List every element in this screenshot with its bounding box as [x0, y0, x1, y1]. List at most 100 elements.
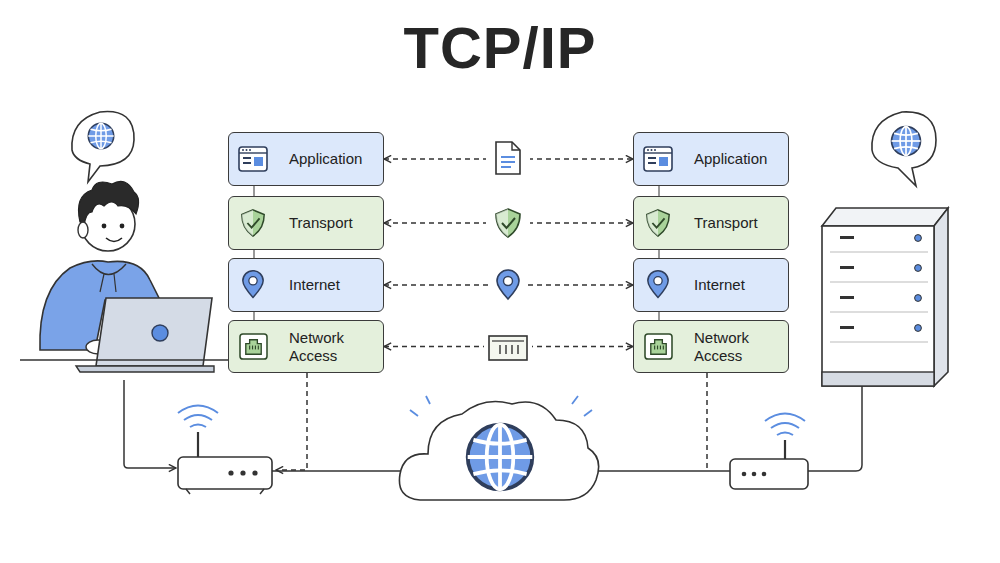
stack-spine — [658, 186, 659, 196]
router-illustration-part — [752, 472, 757, 477]
server-illustration-part — [830, 282, 928, 283]
server-illustration-part — [830, 252, 928, 253]
layer-box: Network Access — [228, 320, 384, 373]
layer-label: Transport — [289, 214, 353, 231]
laptop-illustration-part — [76, 366, 214, 372]
router-illustration-part — [765, 414, 805, 422]
stack-spine — [253, 312, 254, 320]
person-illustration-part — [78, 222, 88, 238]
stack-spine — [658, 312, 659, 320]
layer-label: Network Access — [289, 329, 377, 364]
payload-icons-part — [488, 265, 528, 307]
server-illustration-part — [840, 266, 854, 269]
server-illustration-part — [915, 265, 922, 272]
person-illustration-part — [106, 238, 122, 242]
server-illustration — [822, 112, 948, 386]
server-illustration-part — [840, 326, 854, 329]
internet-cloud — [399, 396, 598, 500]
payload-icons-part — [496, 142, 520, 174]
router-illustration-part — [784, 440, 786, 460]
router-illustration-part — [190, 425, 206, 428]
person-illustration-part — [100, 274, 104, 292]
router-illustration-part — [252, 470, 257, 475]
peer-connector — [384, 222, 633, 224]
server-illustration-part — [915, 325, 922, 332]
router-illustration-part — [771, 423, 799, 428]
server-illustration-part — [830, 312, 928, 313]
router-illustration-part — [730, 459, 808, 489]
layer-box: Network Access — [633, 320, 789, 373]
layer-box: Transport — [633, 196, 789, 250]
stack-router-wire — [276, 373, 307, 470]
server-illustration-part — [840, 236, 854, 239]
server-illustration-part — [822, 372, 934, 386]
layer-box: Transport — [228, 196, 384, 250]
laptop-illustration-part — [96, 298, 212, 366]
stack-spine — [253, 250, 254, 258]
router-illustration — [178, 406, 272, 495]
person-illustration-part — [114, 274, 116, 292]
layer-box: Internet — [228, 258, 384, 312]
layer-box: Application — [633, 132, 789, 186]
router-illustration-part — [184, 415, 212, 420]
payload-icons-part — [484, 333, 532, 363]
router-illustration-part — [178, 457, 272, 489]
layer-label: Internet — [694, 276, 745, 293]
person-illustration-part — [92, 264, 126, 275]
server-illustration-part — [840, 296, 854, 299]
laptop-illustration-part — [20, 359, 230, 360]
router-illustration-part — [240, 470, 245, 475]
layer-icons-part — [243, 271, 263, 298]
layer-icons-part — [240, 334, 267, 359]
layer-box: Internet — [633, 258, 789, 312]
layer-icons-part — [242, 210, 264, 236]
stack-wire — [706, 373, 708, 471]
router-server-wire — [808, 386, 862, 471]
router-cloud-wire — [272, 470, 412, 472]
internet-cloud-part — [399, 402, 598, 500]
server-illustration-part — [915, 235, 922, 242]
layer-icons-part — [648, 271, 668, 298]
layer-label: Application — [694, 150, 767, 167]
payload-icons-part — [496, 209, 520, 237]
payload-icons-part — [486, 202, 530, 244]
layer-icons-part — [644, 147, 672, 171]
server-illustration-part — [892, 127, 921, 156]
laptop-router-wire — [124, 380, 176, 468]
cloud-router-wire — [590, 470, 730, 472]
payload-icons — [484, 136, 532, 363]
laptop-illustration-part — [152, 325, 168, 341]
server-illustration-part — [822, 208, 948, 226]
peer-connector — [384, 158, 633, 160]
layer-label: Internet — [289, 276, 340, 293]
layer-icons-part — [645, 334, 672, 359]
server-illustration-part — [872, 112, 936, 186]
router-illustration-part — [228, 470, 233, 475]
person-illustration-part — [120, 224, 125, 229]
router-illustration-part — [777, 433, 793, 436]
layer-label: Application — [289, 150, 362, 167]
payload-icons-part — [489, 336, 527, 360]
layer-box: Application — [228, 132, 384, 186]
router-illustration-part — [260, 489, 264, 494]
router-illustration-part — [742, 472, 747, 477]
layer-label: Network Access — [694, 329, 782, 364]
stack-spine — [658, 250, 659, 258]
person-illustration-part — [79, 181, 139, 226]
router-illustration-part — [762, 472, 767, 477]
payload-icons-part — [497, 270, 519, 299]
router-illustration — [730, 414, 808, 490]
layer-icons-part — [239, 147, 267, 171]
layer-icons — [239, 147, 672, 359]
router-illustration-part — [197, 432, 199, 458]
server-illustration-part — [934, 208, 948, 386]
internet-cloud-part — [410, 396, 592, 416]
laptop-illustration — [20, 298, 230, 372]
server-illustration-part — [830, 342, 928, 343]
router-illustration-part — [186, 489, 190, 494]
diagram-title: TCP/IP — [0, 14, 1000, 81]
person-illustration-part — [102, 224, 107, 229]
